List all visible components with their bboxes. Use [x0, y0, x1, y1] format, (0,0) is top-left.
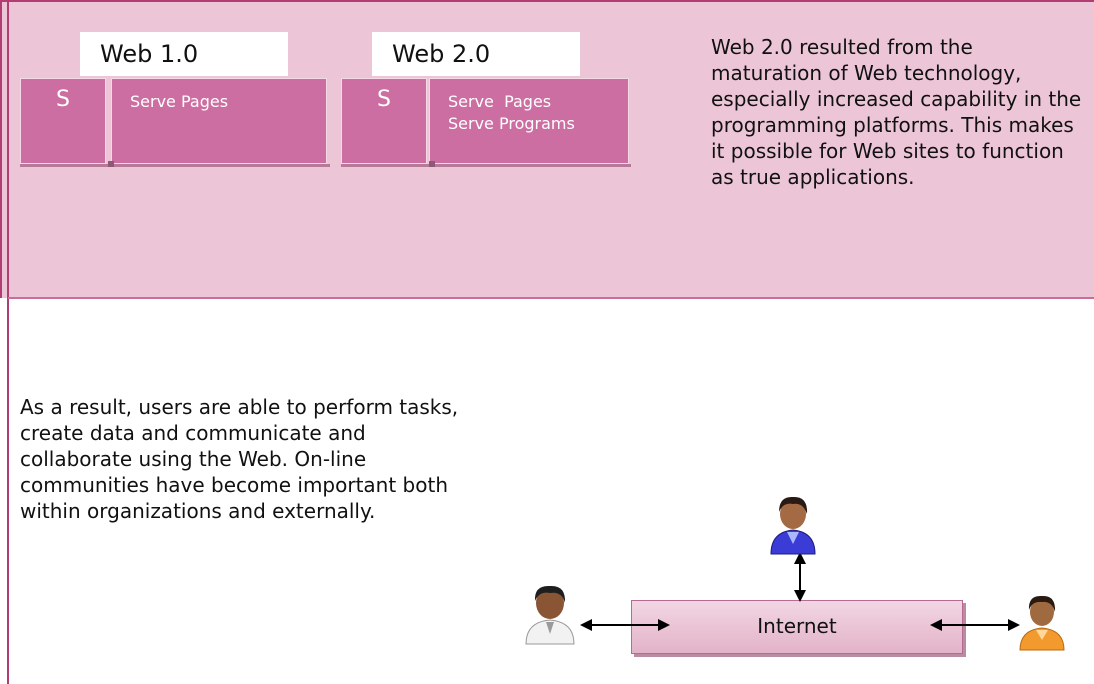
web1-title: Web 1.0 [80, 32, 288, 76]
internet-box: Internet [631, 600, 963, 654]
web2-shadow-tick [429, 161, 435, 167]
user-left-icon [525, 585, 575, 645]
left-border [0, 0, 2, 298]
user-right-icon [1019, 595, 1065, 651]
arrow-left-user-internet [580, 619, 670, 631]
web1-server-diagram: S Serve Pages [20, 78, 330, 167]
arrow-top-user-internet [794, 552, 806, 602]
arrow-internet-right-user [930, 619, 1020, 631]
web2-shadow [341, 164, 631, 167]
web2-title: Web 2.0 [372, 32, 580, 76]
web2-server-desc: Serve Pages Serve Programs [429, 78, 629, 164]
web2-server-letter: S [341, 78, 427, 164]
user-top-icon [770, 496, 816, 555]
web2-server-diagram: S Serve Pages Serve Programs [341, 78, 631, 167]
left-rule [7, 0, 9, 684]
web1-server-letter: S [20, 78, 106, 164]
section-divider [8, 297, 1094, 299]
web2-desc-line2: Serve Programs [448, 114, 575, 133]
web1-server-desc: Serve Pages [111, 78, 327, 164]
description-bottom: As a result, users are able to perform t… [20, 395, 459, 523]
description-top: Web 2.0 resulted from the maturation of … [711, 35, 1082, 189]
web1-shadow [20, 164, 330, 167]
web2-desc-line1: Serve Pages [448, 92, 552, 111]
web1-shadow-tick [108, 161, 114, 167]
